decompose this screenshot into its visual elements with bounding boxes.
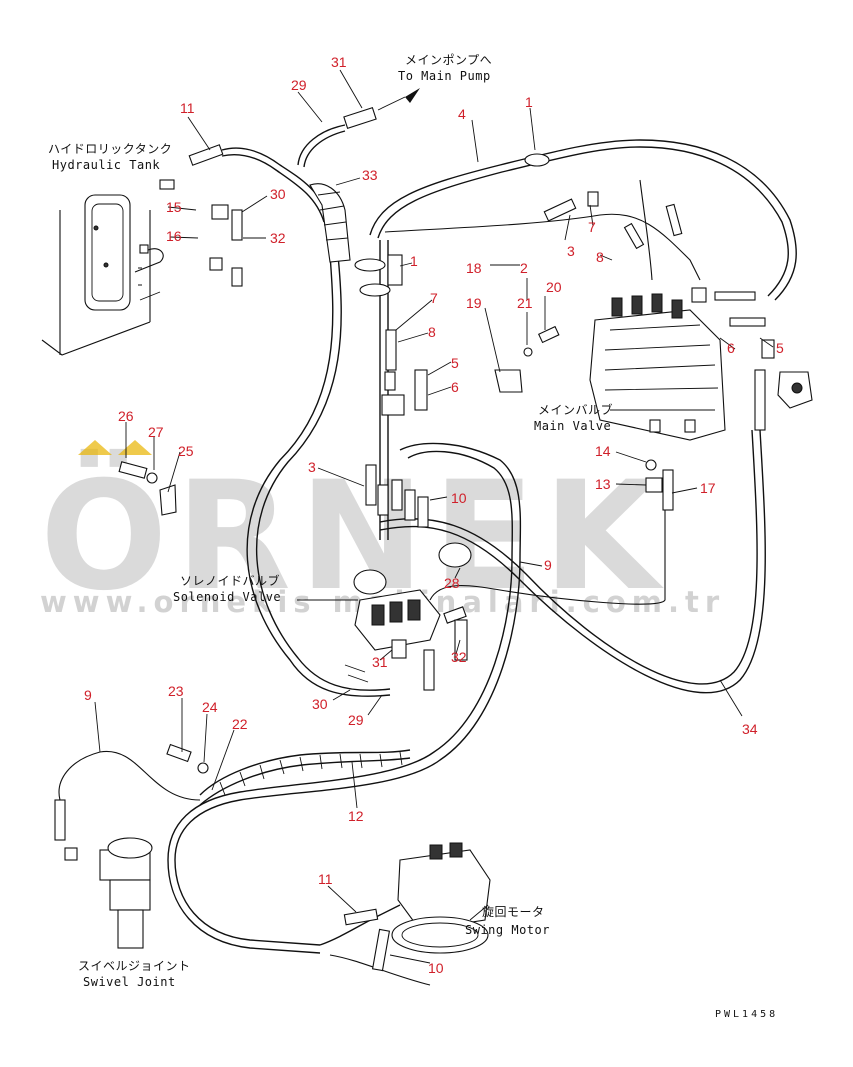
callout-20: 20 <box>546 279 562 295</box>
callout-29-top: 29 <box>291 77 307 93</box>
label-main-valve-en: Main Valve <box>534 419 611 433</box>
callout-6-right: 6 <box>727 340 735 356</box>
label-main-pump-jp: メインポンプへ <box>405 53 492 67</box>
callout-28: 28 <box>444 575 460 591</box>
callout-3-mid: 3 <box>308 459 316 475</box>
callout-7-right: 7 <box>588 219 596 235</box>
callout-23: 23 <box>168 683 184 699</box>
parts <box>54 88 813 972</box>
label-tank-en: Hydraulic Tank <box>52 158 160 172</box>
swing-motor-body <box>343 842 491 972</box>
callout-15: 15 <box>166 199 182 215</box>
callout-32-top: 32 <box>270 230 286 246</box>
hydraulic-tank <box>41 179 175 356</box>
label-main-pump-en: To Main Pump <box>398 69 491 83</box>
callout-18: 18 <box>466 260 482 276</box>
callout-6-mid: 6 <box>451 379 459 395</box>
callout-16: 16 <box>166 228 182 244</box>
callout-29-low: 29 <box>348 712 364 728</box>
callout-1-mid: 1 <box>410 253 418 269</box>
callout-13: 13 <box>595 476 611 492</box>
callout-14: 14 <box>595 443 611 459</box>
callout-8-mid: 8 <box>428 324 436 340</box>
callout-8-right: 8 <box>596 249 604 265</box>
callout-1-top: 1 <box>525 94 533 110</box>
callout-33: 33 <box>362 167 378 183</box>
callout-19: 19 <box>466 295 482 311</box>
callouts: 31 29 11 4 1 33 30 15 16 32 3 7 8 1 18 2… <box>84 54 784 976</box>
swivel-joint-body <box>54 799 153 949</box>
callout-7-mid: 7 <box>430 290 438 306</box>
callout-24: 24 <box>202 699 218 715</box>
callout-9-right: 9 <box>544 557 552 573</box>
callout-30-low: 30 <box>312 696 328 712</box>
callout-3-top: 3 <box>567 243 575 259</box>
label-solenoid-en: Solenoid Valve <box>173 590 281 604</box>
label-swivel-jp: スイベルジョイント <box>78 959 191 973</box>
label-solenoid-jp: ソレノイドバルブ <box>180 573 280 588</box>
solenoid-valve-body <box>353 569 441 651</box>
main-valve-body <box>589 293 726 441</box>
callout-25: 25 <box>178 443 194 459</box>
label-swing-motor-en: Swing Motor <box>465 923 550 937</box>
callout-11-low: 11 <box>318 871 333 887</box>
callout-30-top: 30 <box>270 186 286 202</box>
leader-lines <box>94 69 774 964</box>
label-swivel-en: Swivel Joint <box>83 975 176 989</box>
callout-9-left: 9 <box>84 687 92 703</box>
callout-26: 26 <box>118 408 134 424</box>
callout-5-mid: 5 <box>451 355 459 371</box>
callout-5-right: 5 <box>776 340 784 356</box>
callout-2: 2 <box>520 260 528 276</box>
label-swing-motor-jp: 旋回モータ <box>482 905 545 919</box>
callout-11-top: 11 <box>180 100 195 116</box>
label-main-valve-jp: メインバルブ <box>538 402 613 417</box>
callout-32-low: 32 <box>451 649 467 665</box>
callout-10-low: 10 <box>428 960 444 976</box>
callout-17: 17 <box>700 480 716 496</box>
callout-27: 27 <box>148 424 164 440</box>
annotations: メインポンプへ To Main Pump ハイドロリックタンク Hydrauli… <box>48 53 778 1020</box>
callout-4: 4 <box>458 106 466 122</box>
callout-21: 21 <box>517 295 533 311</box>
callout-31-top: 31 <box>331 54 347 70</box>
callout-12: 12 <box>348 808 364 824</box>
callout-31-low: 31 <box>372 654 388 670</box>
callout-22: 22 <box>232 716 248 732</box>
watermark-mark-left <box>78 440 112 455</box>
callout-10-mid: 10 <box>451 490 467 506</box>
callout-34: 34 <box>742 721 758 737</box>
label-tank-jp: ハイドロリックタンク <box>48 142 172 156</box>
watermark-mark-right <box>118 440 152 455</box>
label-drawing-code: PWL1458 <box>715 1009 778 1020</box>
